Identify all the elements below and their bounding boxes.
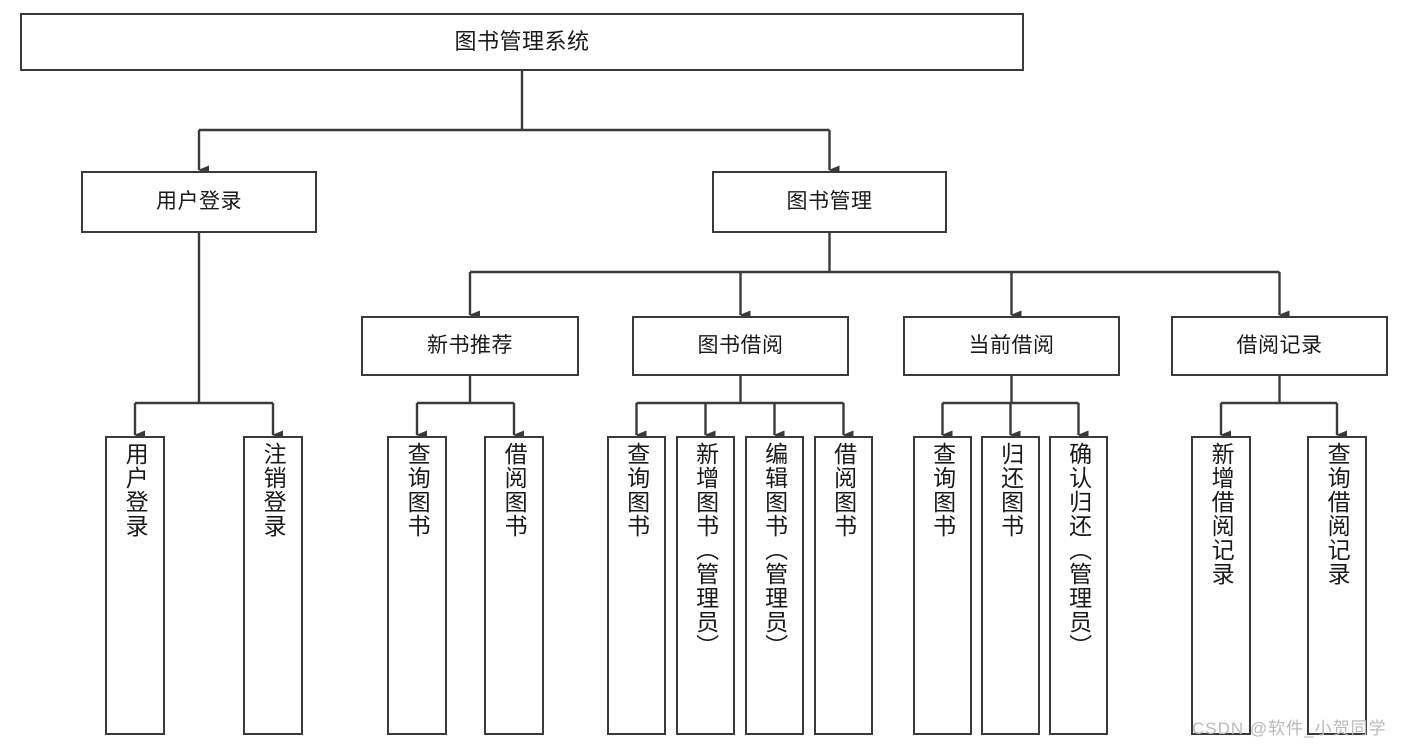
node-label: 确认归还（管理员） [1065,442,1092,658]
node-label: 用户登录 [122,442,149,538]
node-label: 归还图书 [997,442,1024,538]
node-label: 查询图书 [929,442,956,538]
node-root-system[interactable]: 图书管理系统 [20,13,1024,71]
node-book-manage[interactable]: 图书管理 [712,171,947,233]
node-leaf-borrow-book-1[interactable]: 借阅图书 [484,436,544,735]
node-label: 当前借阅 [968,333,1055,357]
node-label: 新增图书（管理员） [692,442,719,658]
node-leaf-query-book-1[interactable]: 查询图书 [387,436,447,735]
node-label: 编辑图书（管理员） [761,442,788,658]
node-label: 借阅记录 [1236,333,1323,357]
node-leaf-add-book[interactable]: 新增图书（管理员） [676,436,735,735]
node-label: 用户登录 [156,189,242,213]
node-label: 图书管理 [786,189,873,213]
node-current-borrow[interactable]: 当前借阅 [903,316,1120,376]
node-leaf-query-book-2[interactable]: 查询图书 [607,436,666,735]
node-label: 借阅图书 [501,442,528,538]
node-leaf-query-book-3[interactable]: 查询图书 [913,436,972,735]
node-leaf-borrow-book-2[interactable]: 借阅图书 [814,436,873,735]
node-borrow-record[interactable]: 借阅记录 [1171,316,1388,376]
node-leaf-logout[interactable]: 注销登录 [243,436,303,735]
node-user-login[interactable]: 用户登录 [81,171,317,233]
node-book-borrow[interactable]: 图书借阅 [632,316,849,376]
node-label: 查询借阅记录 [1324,442,1351,586]
node-leaf-edit-book[interactable]: 编辑图书（管理员） [745,436,804,735]
node-label: 新增借阅记录 [1208,442,1235,586]
node-label: 查询图书 [404,442,431,538]
node-leaf-confirm-return[interactable]: 确认归还（管理员） [1049,436,1108,735]
node-new-book-rec[interactable]: 新书推荐 [361,316,579,376]
node-label: 新书推荐 [427,333,513,357]
node-label: 注销登录 [260,442,287,538]
node-label: 图书管理系统 [454,29,590,55]
node-label: 借阅图书 [830,442,857,538]
node-leaf-return-book[interactable]: 归还图书 [981,436,1040,735]
node-label: 查询图书 [623,442,650,538]
node-leaf-add-record[interactable]: 新增借阅记录 [1191,436,1251,735]
node-leaf-user-login[interactable]: 用户登录 [105,436,165,735]
node-label: 图书借阅 [697,333,784,357]
node-leaf-query-record[interactable]: 查询借阅记录 [1307,436,1367,735]
